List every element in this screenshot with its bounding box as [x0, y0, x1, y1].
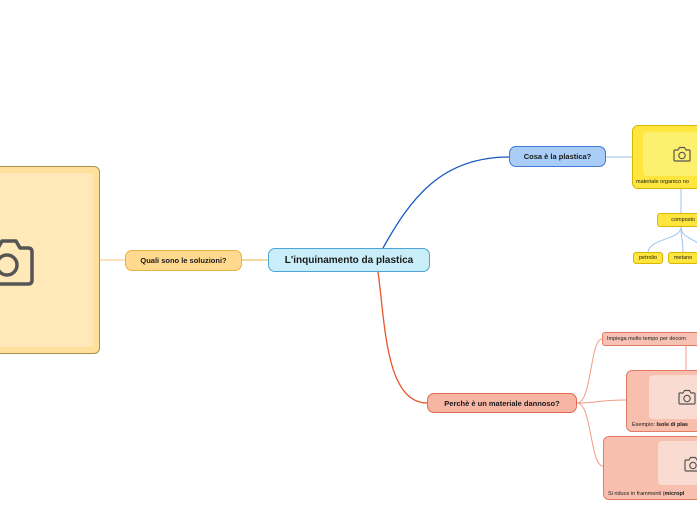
what-is-plastic-card[interactable]: materiale organico no: [632, 125, 697, 189]
topic-why-harmful[interactable]: Perchè è un materiale dannoso?: [427, 393, 577, 413]
link-composed-of-to-petrolio: [647, 226, 682, 253]
solutions-image-card[interactable]: [0, 166, 100, 354]
link-central-to-why-harmful: [377, 271, 428, 404]
card-caption: Si riduce in frammenti (micropl: [608, 491, 685, 497]
card-caption: Esempio: Isole di plas: [632, 422, 688, 428]
microplastics-card[interactable]: Si riduce in frammenti (micropl: [603, 436, 697, 500]
camera-icon: [684, 456, 697, 472]
link-why-harmful-to-time: [576, 338, 603, 404]
card-caption: materiale organico no: [636, 179, 689, 185]
subtopic-decomposition-time[interactable]: Impiega molto tempo per decom: [602, 332, 697, 346]
topic-solutions[interactable]: Quali sono le soluzioni?: [125, 250, 242, 271]
topic-what-is-plastic[interactable]: Cosa è la plastica?: [509, 146, 606, 167]
camera-icon: [673, 146, 691, 162]
image-placeholder: [643, 132, 697, 176]
image-placeholder: [649, 375, 697, 419]
camera-icon: [678, 389, 696, 405]
camera-icon: [0, 239, 34, 286]
link-composed-of-to-more: [680, 226, 697, 244]
subtopic-petrolio[interactable]: petrolio: [633, 252, 663, 264]
central-topic[interactable]: L'inquinamento da plastica: [268, 248, 430, 272]
link-why-harmful-to-microplastics: [576, 402, 604, 467]
link-central-to-what-is-plastic: [382, 156, 510, 249]
plastic-islands-card[interactable]: Esempio: Isole di plas: [626, 370, 697, 432]
subtopic-metano[interactable]: metano: [668, 252, 697, 264]
subtopic-composed-of[interactable]: composto da: [657, 213, 697, 227]
link-why-harmful-to-islands: [576, 399, 627, 404]
